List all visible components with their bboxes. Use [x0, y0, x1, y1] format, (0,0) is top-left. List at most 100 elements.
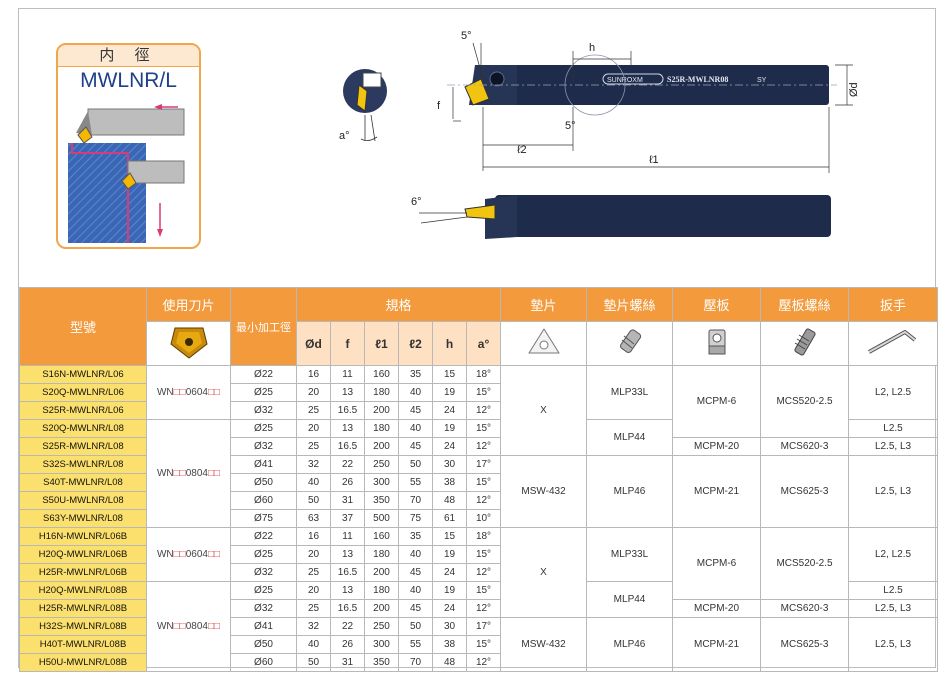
h-cell: 15 [432, 527, 467, 546]
model-cell: S25R-MWLNR/L08 [19, 437, 147, 456]
clamp-screw-cell: MCS520-2.5 [760, 365, 850, 438]
d-label: Ød [848, 82, 860, 97]
wrench-image [848, 321, 939, 366]
catalog-frame: 内 徑 MWLNR/L [18, 8, 939, 672]
d-cell: 50 [296, 653, 331, 672]
model-cell: S25R-MWLNR/L06 [19, 401, 147, 420]
wrench-cell: L2.5, L3 [848, 455, 939, 528]
top-angle-label: 5° [461, 30, 472, 42]
l1-cell: 180 [364, 545, 399, 564]
table-row: H40T-MWLNR/L08B Ø50 40 26 300 55 38 15° [19, 635, 938, 654]
d-cell: 25 [296, 437, 331, 456]
a-cell: 12° [465, 437, 502, 456]
l2-cell: 40 [398, 383, 433, 402]
d-cell: 16 [296, 527, 331, 546]
f-cell: 37 [330, 509, 365, 528]
shim-screw-cell: MLP33L [586, 527, 674, 582]
table-row: S50U-MWLNR/L08 Ø60 50 31 350 70 48 12° [19, 491, 938, 510]
f-cell: 31 [330, 491, 365, 510]
l2-cell: 55 [398, 473, 433, 492]
a-cell: 12° [465, 563, 502, 582]
clamp-screw-header: 壓板螺絲 [760, 287, 850, 322]
min-cell: Ø22 [230, 365, 297, 384]
a-cell: 12° [465, 653, 502, 672]
f-cell: 26 [330, 473, 365, 492]
wrench-cell: L2, L2.5 [848, 365, 939, 420]
d-cell: 40 [296, 473, 331, 492]
table-row: H16N-MWLNR/L06B WN□□0604□□ Ø22 16 11 160… [19, 527, 939, 618]
f-cell: 11 [330, 365, 365, 384]
model-cell: H16N-MWLNR/L06B [19, 527, 147, 546]
l2-cell: 55 [398, 635, 433, 654]
l1-cell: 300 [364, 473, 399, 492]
clamp-screw-cell: MCS620-3 [760, 437, 850, 456]
clamp-cell: MCPM-21 [672, 455, 762, 528]
l1-cell: 200 [364, 401, 399, 420]
min-cell: Ø25 [230, 419, 297, 438]
model-marking: S25R-MWLNR08 [667, 75, 728, 84]
h-cell: 48 [432, 491, 467, 510]
clamp-image [672, 321, 762, 366]
shim-cell: MSW-432 [500, 617, 588, 672]
table-row: S40T-MWLNR/L08 Ø50 40 26 300 55 38 15° [19, 473, 938, 492]
clamp-cell: MCPM-6 [672, 365, 762, 438]
a-cell: 18° [465, 527, 502, 546]
a-cell: 15° [465, 545, 502, 564]
clamp-cell: MCPM-21 [672, 617, 762, 672]
a-cell: 15° [465, 419, 502, 438]
l2-label: ℓ2 [517, 144, 527, 156]
l2-cell: 35 [398, 527, 433, 546]
d-cell: 20 [296, 383, 331, 402]
shim-screw-image [586, 321, 674, 366]
h-cell: 19 [432, 581, 467, 600]
h-cell: 38 [432, 635, 467, 654]
a-cell: 12° [465, 491, 502, 510]
h-cell: 38 [432, 473, 467, 492]
shim-icon [528, 328, 560, 354]
l2-cell: 35 [398, 365, 433, 384]
min-bore-header: 最小加工徑 [230, 287, 297, 366]
model-cell: S16N-MWLNR/L06 [19, 365, 147, 384]
mid-angle-label: 5° [565, 120, 576, 132]
f-cell: 13 [330, 419, 365, 438]
insert-cell: WN□□0604□□ [146, 365, 231, 420]
a-cell: 15° [465, 383, 502, 402]
clamp-cell: MCPM-6 [672, 527, 762, 600]
l2-cell: 50 [398, 455, 433, 474]
card-title: 内 徑 [58, 45, 199, 67]
model-cell: H20Q-MWLNR/L06B [19, 545, 147, 564]
a-angle-label: a° [339, 130, 350, 142]
shim-screw-cell: MLP33L [586, 365, 674, 420]
d-cell: 32 [296, 455, 331, 474]
h-cell: 24 [432, 563, 467, 582]
table-row: H25R-MWLNR/L06B Ø32 25 16.5 200 45 24 12… [19, 563, 938, 582]
d-cell: 50 [296, 491, 331, 510]
application-illustration [68, 104, 185, 243]
l1-cell: 160 [364, 365, 399, 384]
a-cell: 18° [465, 365, 502, 384]
model-marking-2: SY [757, 77, 767, 84]
model-cell: S20Q-MWLNR/L06 [19, 383, 147, 402]
shim-screw-cell: MLP44 [586, 419, 674, 456]
shim-cell: MSW-432 [500, 455, 588, 528]
model-cell: S63Y-MWLNR/L08 [19, 509, 147, 528]
min-cell: Ø32 [230, 563, 297, 582]
insert-cell: WN□□0604□□ [146, 527, 231, 582]
l1-cell: 180 [364, 383, 399, 402]
l1-cell: 160 [364, 527, 399, 546]
f-cell: 16.5 [330, 599, 365, 618]
clamp-screw-image [760, 321, 850, 366]
a-cell: 17° [465, 455, 502, 474]
d-cell: 32 [296, 617, 331, 636]
col-l1: ℓ1 [364, 321, 399, 366]
l2-cell: 70 [398, 491, 433, 510]
clamp-screw-cell: MCS620-3 [760, 599, 850, 618]
l2-cell: 40 [398, 419, 433, 438]
insert-cell: WN□□0804□□ [146, 581, 231, 672]
min-cell: Ø25 [230, 581, 297, 600]
h-cell: 19 [432, 419, 467, 438]
col-f: f [330, 321, 365, 366]
drawing-area: 内 徑 MWLNR/L [19, 9, 937, 285]
table-row: H32S-MWLNR/L08B Ø41 32 22 250 50 30 17° … [19, 617, 939, 672]
d-cell: 63 [296, 509, 331, 528]
